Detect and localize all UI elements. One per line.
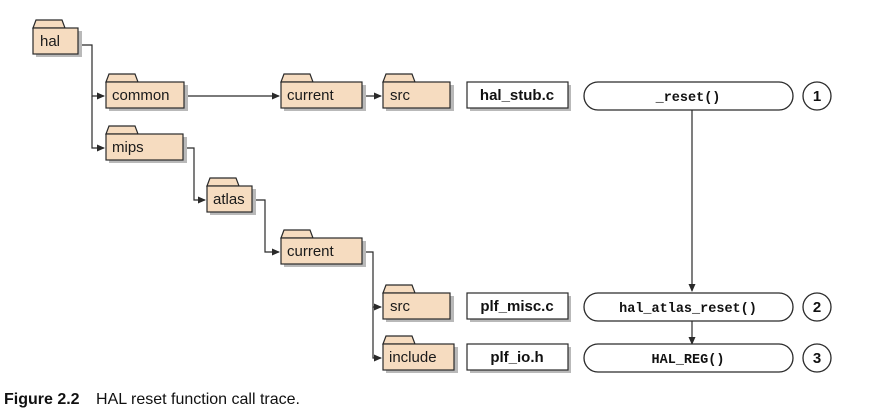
function-label: _reset(): [655, 91, 721, 106]
tree-connectors: [78, 44, 696, 362]
function-hal-atlas-reset: hal_atlas_reset(): [583, 292, 794, 322]
file-hal-stub: hal_stub.c: [466, 81, 571, 111]
function-label: HAL_REG(): [652, 353, 725, 368]
file-plf-io: plf_io.h: [466, 343, 571, 373]
step-marker-2: 2: [802, 292, 832, 322]
function-label: hal_atlas_reset(): [619, 302, 757, 317]
folder-label: src: [390, 87, 410, 104]
step-marker-1: 1: [802, 81, 832, 111]
step-number: 3: [813, 350, 821, 367]
folder-label: include: [389, 349, 437, 366]
figure-caption: Figure 2.2 HAL reset function call trace…: [4, 391, 300, 408]
folder-hal: hal: [32, 19, 82, 57]
folder-label: hal: [40, 33, 60, 50]
folder-atlas-src: src: [382, 284, 454, 322]
function-hal-reg: HAL_REG(): [583, 343, 794, 373]
folder-common-src: src: [382, 73, 454, 111]
file-label: plf_misc.c: [480, 298, 553, 315]
function-reset: _reset(): [583, 81, 794, 111]
step-number: 1: [813, 88, 821, 105]
caption-text: HAL reset function call trace.: [96, 391, 300, 408]
folder-label: src: [390, 298, 410, 315]
folder-label: atlas: [213, 191, 245, 208]
folder-mips: mips: [105, 125, 187, 163]
file-label: hal_stub.c: [480, 87, 554, 104]
folder-label: mips: [112, 139, 144, 156]
folder-atlas: atlas: [206, 177, 256, 215]
folder-atlas-current: current: [280, 229, 366, 267]
caption-label: Figure 2.2: [4, 391, 80, 408]
folder-include: include: [382, 335, 458, 373]
folder-common: common: [105, 73, 188, 111]
folder-label: current: [287, 243, 335, 260]
file-plf-misc: plf_misc.c: [466, 292, 571, 322]
step-marker-3: 3: [802, 343, 832, 373]
file-label: plf_io.h: [490, 349, 543, 366]
step-number: 2: [813, 299, 821, 316]
folder-label: current: [287, 87, 335, 104]
svg-text:Figure 2.2 HAL reset fun: Figure 2.2 HAL reset function call trace…: [4, 391, 300, 408]
folder-label: common: [112, 87, 170, 104]
folder-common-current: current: [280, 73, 366, 111]
